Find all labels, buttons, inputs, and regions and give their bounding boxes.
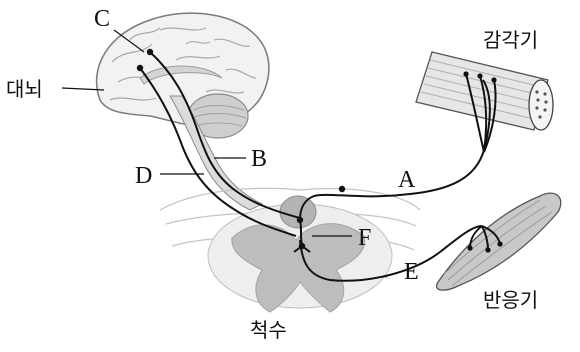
brain-illustration bbox=[97, 13, 269, 210]
label-e: E bbox=[404, 260, 419, 284]
label-c: C bbox=[94, 7, 110, 31]
label-a: A bbox=[398, 168, 415, 192]
label-f: F bbox=[358, 226, 371, 250]
label-d: D bbox=[135, 164, 152, 188]
label-spinal-cord: 척수 bbox=[250, 320, 287, 340]
label-brain: 대뇌 bbox=[6, 79, 43, 99]
spinal-cord-illustration bbox=[160, 188, 420, 312]
label-receptor: 감각기 bbox=[483, 30, 538, 50]
label-b: B bbox=[251, 147, 267, 171]
label-effector: 반응기 bbox=[483, 290, 538, 310]
